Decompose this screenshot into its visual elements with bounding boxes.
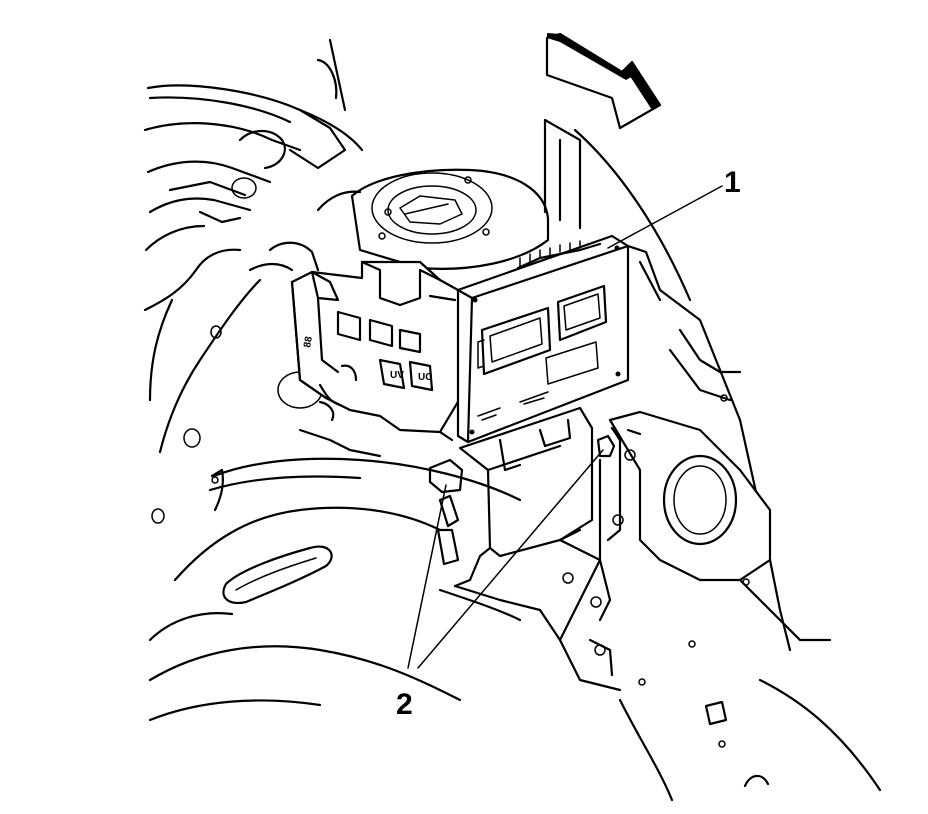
module-connector-left — [477, 306, 552, 376]
right-body-structure — [543, 118, 882, 802]
lower-fender-structure — [148, 400, 562, 722]
callout-2-label: 2 — [396, 688, 413, 721]
leader-lines — [407, 185, 723, 669]
svg-text:UV: UV — [390, 370, 404, 381]
control-module — [456, 234, 630, 444]
svg-text:UC: UC — [418, 372, 432, 383]
module-bracket — [428, 406, 616, 588]
forward-arrow-icon — [545, 32, 662, 130]
callout-1-label: 1 — [724, 166, 741, 199]
svg-text:88: 88 — [302, 335, 315, 348]
left-body-structure — [143, 38, 364, 524]
module-connector-right — [556, 284, 608, 342]
strut-tower — [316, 168, 550, 270]
fuse-block: 88 UV UC — [290, 260, 464, 442]
